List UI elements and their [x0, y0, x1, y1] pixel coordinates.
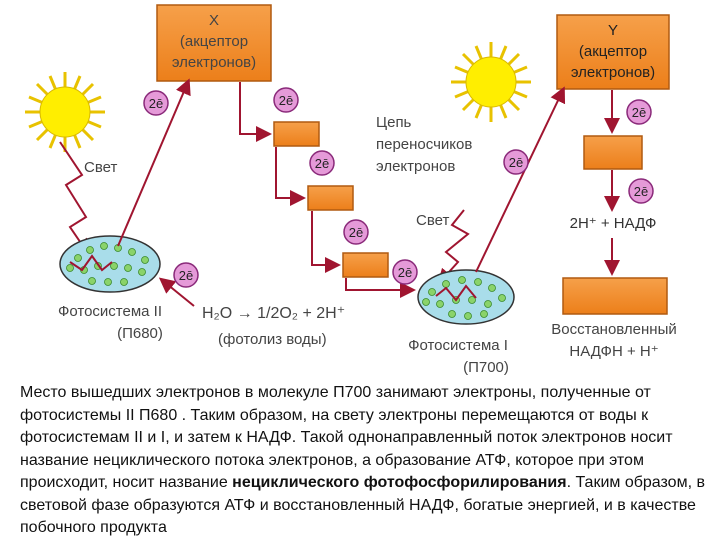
x-acceptor-symbol: X: [209, 12, 219, 29]
nadp-reaction-label: 2H⁺ + НАДФ: [570, 215, 657, 232]
electron-circle: 2ē: [309, 150, 335, 176]
svg-text:2ē: 2ē: [349, 225, 363, 240]
electron-circle: 2ē: [143, 90, 169, 116]
arrow-ps2-to-x: [117, 78, 191, 247]
y-acceptor-line1: (акцептор: [579, 43, 647, 60]
electron-markers: 2ē 2ē 2ē 2ē 2ē 2ē 2ē 2ē 2ē: [143, 87, 654, 288]
electron-circle: 2ē: [273, 87, 299, 113]
x-acceptor-box: X (акцептор электронов): [156, 4, 272, 82]
photosystem-2: [59, 235, 161, 293]
arrow-carrier2-to-carrier3: [311, 211, 341, 273]
carrier-box-3: [342, 252, 389, 278]
svg-text:2ē: 2ē: [179, 268, 193, 283]
reduced-nadp-line2: НАДФН + H⁺: [569, 343, 658, 360]
svg-text:2ē: 2ē: [634, 184, 648, 199]
photosynthesis-light-phase-diagram: X (акцептор электронов) Y (акцептор элек…: [25, 4, 677, 375]
arrow-carrier3-to-ps1: [345, 278, 416, 298]
svg-text:2ē: 2ē: [632, 105, 646, 120]
photolysis-label: (фотолиз воды): [218, 331, 327, 348]
carrier-chain-label: Цепь переносчиков электронов: [376, 114, 472, 175]
photolysis-equation: H₂O → 1/2O₂ + 2H⁺: [202, 305, 345, 322]
svg-text:2ē: 2ē: [315, 156, 329, 171]
electron-circle: 2ē: [628, 178, 654, 204]
x-acceptor-line1: (акцептор: [180, 33, 248, 50]
caption-text-part1: Место вышедших электронов в молекуле П70…: [20, 384, 673, 491]
svg-text:2ē: 2ē: [509, 155, 523, 170]
svg-text:Цепь: Цепь: [376, 114, 412, 131]
photosystem-1-code: (П700): [463, 359, 509, 375]
ferredoxin-box: [583, 135, 643, 170]
arrow-ps1-to-y: [475, 86, 566, 273]
light-label-right: Свет: [416, 212, 449, 229]
carrier-box-2: [307, 185, 354, 211]
svg-text:2ē: 2ē: [279, 93, 293, 108]
sun-icon-left: [25, 72, 105, 152]
electron-circle: 2ē: [626, 99, 652, 125]
arrow-carrier1-to-carrier2: [275, 147, 306, 206]
light-label-left: Свет: [84, 159, 117, 176]
caption-term-bold: нециклического фотофосфорилирования: [232, 474, 567, 491]
photosystem-1: [417, 269, 515, 325]
electron-circle: 2ē: [343, 219, 369, 245]
photosystem-2-code: (П680): [117, 325, 163, 342]
arrow-x-to-carrier1: [239, 82, 272, 142]
x-acceptor-line2: электронов): [172, 54, 256, 71]
photosystem-1-name: Фотосистема I: [408, 337, 508, 354]
carrier-box-1: [273, 121, 320, 147]
light-arrow-left: [59, 141, 90, 256]
photosystem-2-name: Фотосистема II: [58, 303, 162, 320]
svg-text:2ē: 2ē: [398, 265, 412, 280]
nadph-box: [562, 277, 668, 315]
y-acceptor-box: Y (акцептор электронов): [556, 14, 670, 90]
svg-text:электронов: электронов: [376, 158, 455, 175]
caption-text-part2: . Таким образом, в световой фазе образую…: [20, 474, 705, 536]
electron-circle: 2ē: [392, 259, 418, 285]
electron-circle: 2ē: [503, 149, 529, 175]
svg-text:переносчиков: переносчиков: [376, 136, 472, 153]
light-arrow-right: [437, 209, 470, 285]
svg-text:2ē: 2ē: [149, 96, 163, 111]
y-acceptor-line2: электронов): [571, 64, 655, 81]
y-acceptor-symbol: Y: [608, 22, 618, 39]
electron-circle: 2ē: [173, 262, 199, 288]
arrow-water-to-ps2: [158, 277, 195, 307]
sun-icon-right: [451, 42, 531, 122]
reduced-nadp-line1: Восстановленный: [551, 321, 676, 338]
caption-paragraph: Место вышедших электронов в молекуле П70…: [20, 382, 710, 540]
